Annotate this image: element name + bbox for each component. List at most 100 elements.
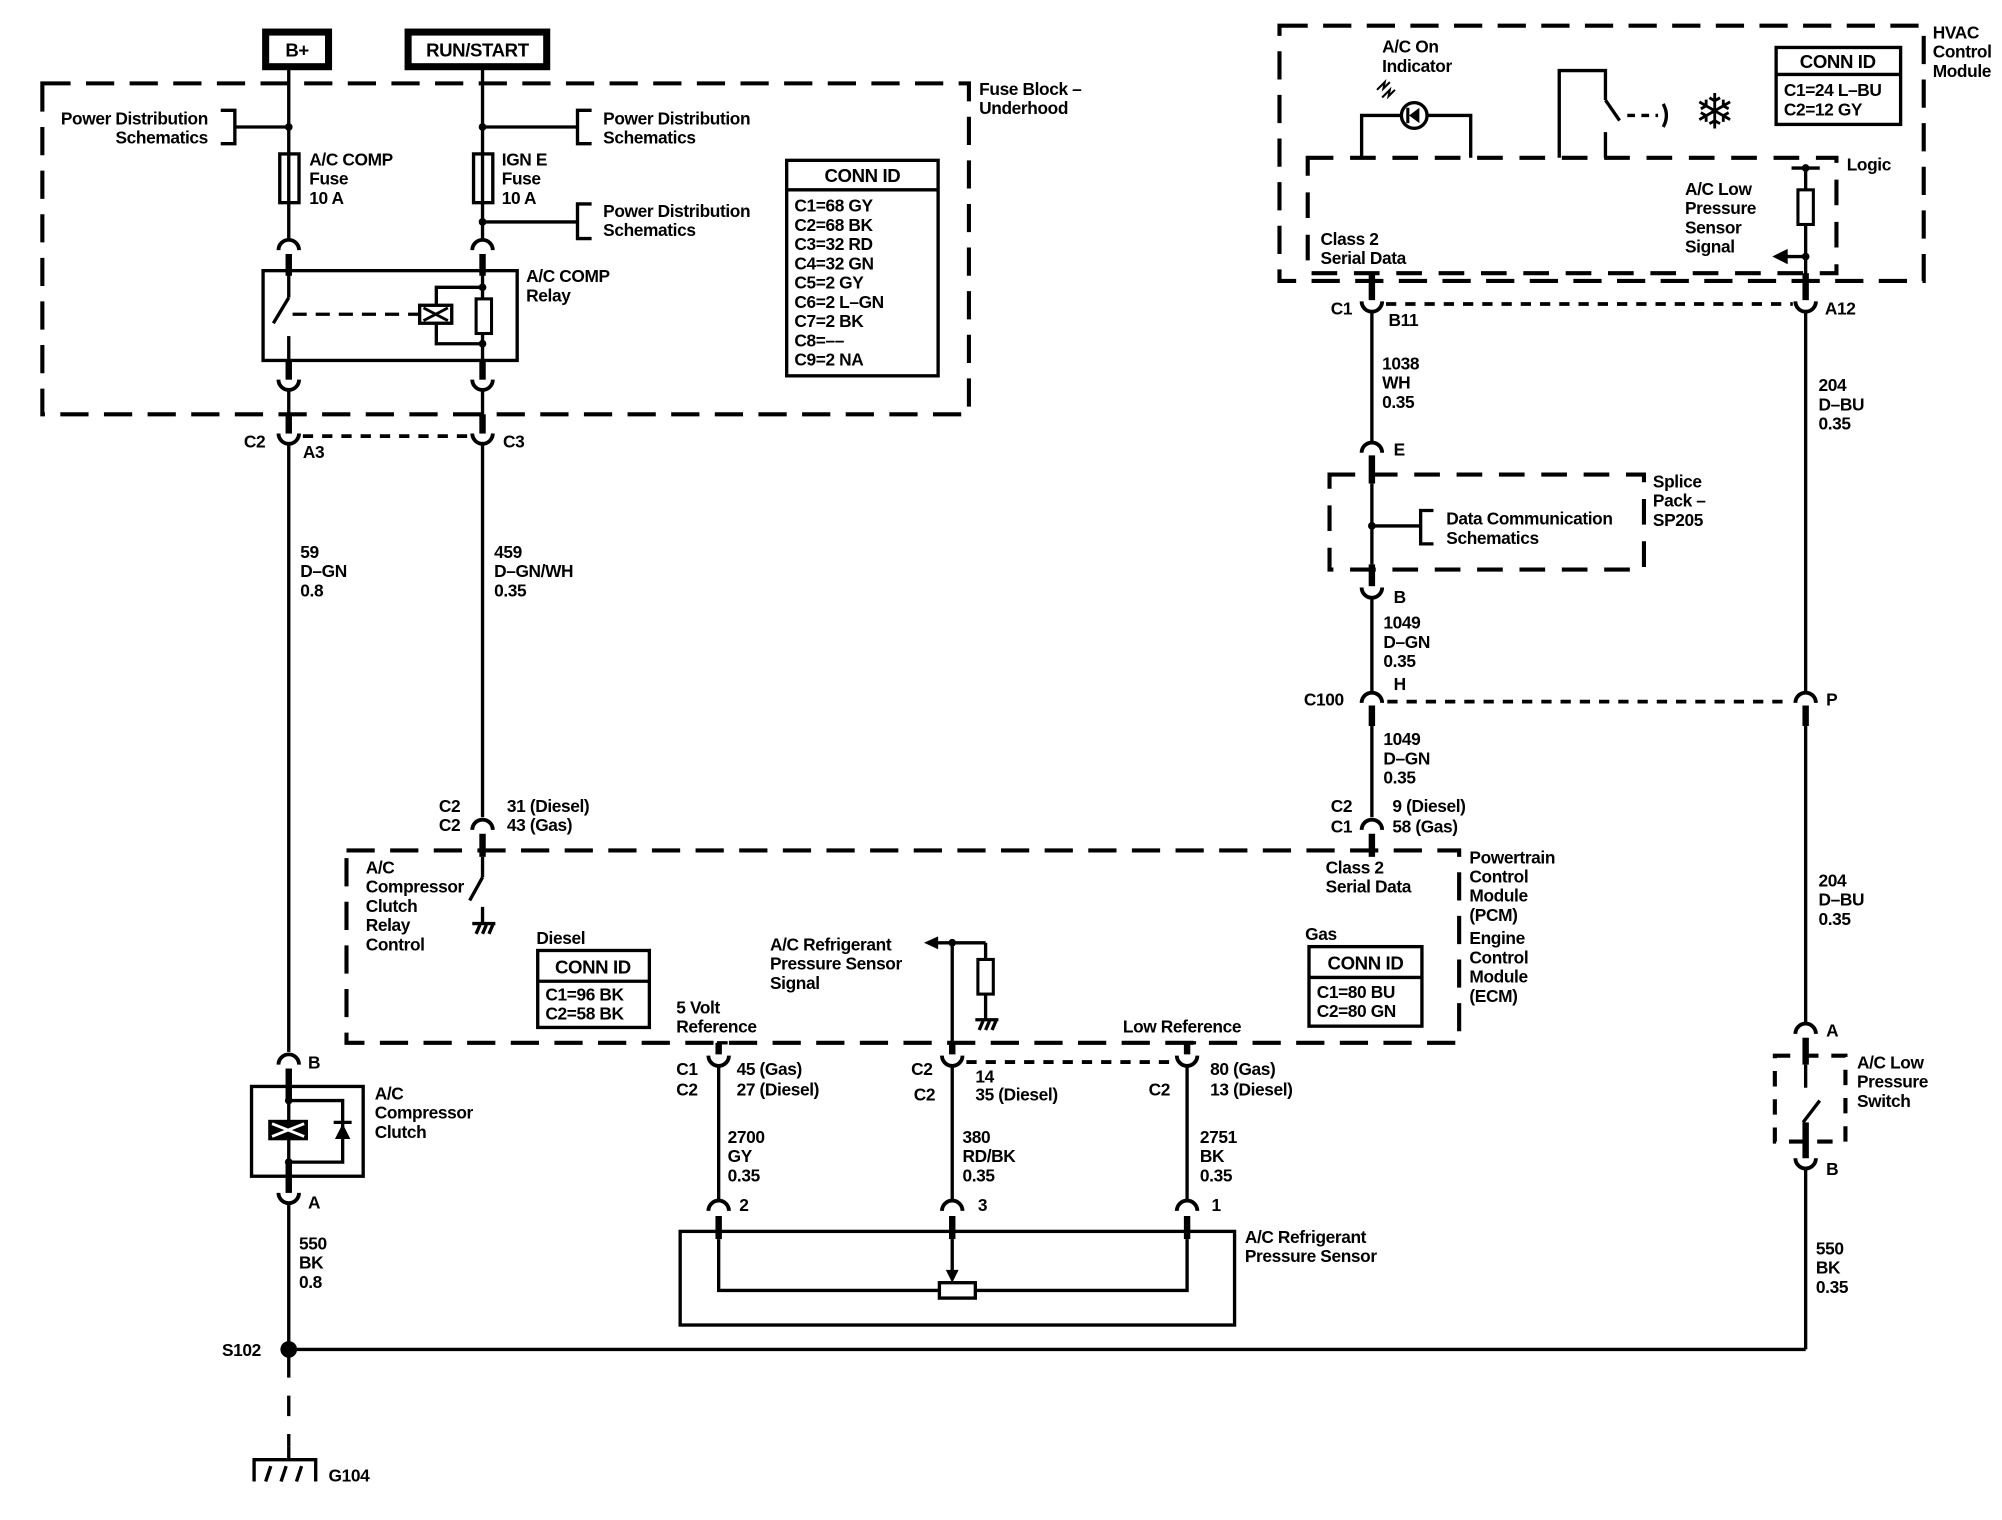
snowflake-icon: ❄ — [1694, 85, 1734, 139]
schematic-label: A/C Refrigerant — [1245, 1227, 1367, 1247]
schematic-stroke — [404, 28, 551, 71]
schematic-label: 5 Volt — [676, 997, 720, 1017]
schematic-stroke — [940, 1198, 965, 1212]
hvac-control-module: HVAC Control Module CONN ID C1=24 L–BU C… — [1277, 22, 1992, 296]
conn-id-table-hvac: CONN ID C1=24 L–BU C2=12 GY — [1774, 45, 1903, 127]
pd-left-line-1: Power Distribution — [61, 108, 208, 128]
conn-id-row: C3=32 RD — [794, 234, 872, 254]
schematic-label: C1=24 L–BU — [1784, 80, 1882, 100]
switch-contact-icon — [1801, 1099, 1822, 1124]
schematic-label: Serial Data — [1321, 248, 1407, 268]
schematic-label: Pressure Sensor — [770, 954, 903, 974]
ac-low-pressure-switch: A B A/C Low Pressure Switch — [1772, 1020, 1929, 1179]
schematic-label: 31 (Diesel) — [507, 796, 589, 816]
ac-on-indicator: A/C On Indicator — [1359, 37, 1473, 158]
pd-bracket-icon — [1418, 508, 1434, 546]
schematic-stroke — [1359, 113, 1473, 158]
schematic-label: 2 — [739, 1195, 748, 1215]
wire-label-550-right: 550 BK 0.35 — [1816, 1238, 1849, 1296]
pcm-connector-relay-control: C2 C2 31 (Diesel) 43 (Gas) — [439, 796, 590, 857]
schematic-label: C2=80 GN — [1317, 1001, 1396, 1021]
schematic-label: E — [1394, 439, 1405, 459]
schematic-label: G104 — [329, 1466, 371, 1486]
schematic-label: A/C Low — [1857, 1052, 1924, 1072]
schematic-label: 0.35 — [1818, 414, 1851, 434]
schematic-label: Signal — [1685, 237, 1735, 257]
conn-id-table-diesel: Diesel CONN ID C1=96 BK C2=58 BK — [536, 928, 652, 1030]
schematic-label: Compressor — [366, 877, 465, 897]
schematic-label: 0.35 — [494, 580, 527, 600]
schematic-label: Schematics — [1446, 528, 1538, 548]
schematic-label: C1 — [1331, 298, 1353, 318]
conn-id-header: CONN ID — [824, 165, 900, 186]
schematic-label: Control — [366, 934, 425, 954]
relay-label-1: A/C COMP — [526, 266, 610, 286]
schematic-label: 1038 — [1382, 353, 1420, 373]
schematic-stroke — [474, 924, 495, 935]
schematic-stroke — [1305, 155, 1839, 276]
schematic-label: Clutch — [375, 1122, 427, 1142]
connector-icon — [470, 238, 495, 251]
power-distribution-link-left[interactable]: Power Distribution Schematics — [61, 108, 293, 148]
schematic-stroke — [1327, 472, 1647, 572]
fuse-block-underhood: Fuse Block – Underhood — [40, 79, 1083, 417]
schematic-label: 2700 — [728, 1127, 765, 1147]
schematic-stroke — [940, 1055, 965, 1068]
schematic-label: 2751 — [1200, 1127, 1238, 1147]
schematic-label: GY — [728, 1146, 753, 1166]
pd-right2-line-1: Power Distribution — [603, 201, 750, 221]
ground-g104: G104 — [252, 1357, 371, 1486]
power-distribution-link-right-1[interactable]: Power Distribution Schematics — [478, 108, 751, 148]
schematic-label: Logic — [1847, 155, 1892, 175]
schematic-label: CONN ID — [1800, 51, 1876, 72]
ac-comp-relay: A/C COMP Relay — [261, 266, 610, 363]
schematic-stroke — [1793, 1021, 1818, 1035]
schematic-label: P — [1826, 689, 1837, 709]
schematic-label: D–GN — [300, 561, 347, 581]
schematic-label: Class 2 — [1321, 229, 1379, 249]
relay-switch-contact-icon — [271, 296, 291, 325]
schematic-label: Engine — [1469, 928, 1525, 948]
schematic-label: (PCM) — [1469, 905, 1517, 925]
five-volt-reference: 5 Volt Reference — [676, 997, 758, 1050]
schematic-label: HVAC — [1933, 22, 1980, 42]
schematic-label: Indicator — [1382, 56, 1452, 76]
splice-s102: S102 — [222, 1340, 1806, 1360]
schematic-label: 1049 — [1383, 729, 1420, 749]
splice-pack-sp205[interactable]: E Data Communication Schematics Splice P… — [1327, 439, 1707, 607]
junction-dot-icon — [478, 218, 487, 226]
schematic-stroke — [1174, 1055, 1200, 1068]
b-plus-label: B+ — [285, 39, 309, 60]
fuse-ac-comp: A/C COMP Fuse 10 A — [278, 149, 393, 208]
schematic-label: Data Communication — [1446, 509, 1612, 529]
conn-id-table-fuse-block: CONN ID C1=68 GY C2=68 BK C3=32 RD C4=32… — [785, 158, 940, 378]
fuse-ign-e-line-1: IGN E — [502, 149, 547, 169]
schematic-stroke — [1774, 45, 1903, 127]
wire-label-2751: 2751 BK 0.35 — [1200, 1127, 1238, 1185]
schematic-label: C2 — [911, 1059, 932, 1079]
schematic-label: 1 — [1211, 1195, 1221, 1215]
conn-id-row: C5=2 GY — [794, 273, 864, 293]
ac-compressor-clutch: B A A/C Compressor Clutch — [249, 1052, 474, 1212]
schematic-label: C2 — [439, 796, 460, 816]
schematic-label: A/C Refrigerant — [770, 934, 892, 954]
potentiometer-icon — [937, 1281, 978, 1300]
schematic-stroke — [1409, 107, 1420, 124]
junction-dot-icon — [284, 123, 293, 131]
fuse-block-label-1: Fuse Block – — [979, 79, 1082, 99]
schematic-stroke — [1174, 1198, 1200, 1212]
schematic-label: 0.35 — [1383, 768, 1416, 788]
pd-bracket-icon — [575, 108, 592, 146]
power-distribution-link-right-2[interactable]: Power Distribution Schematics — [478, 201, 751, 241]
pcm-connector-5v-ref: C1 C2 45 (Gas) 27 (Diesel) — [676, 1042, 819, 1099]
conn-id-row: C4=32 GN — [794, 253, 873, 273]
wire-label-380: 380 RD/BK 0.35 — [963, 1127, 1017, 1185]
schematic-label: A12 — [1825, 298, 1856, 318]
pd-right1-line-1: Power Distribution — [603, 108, 750, 128]
schematic-label: D–GN — [1383, 748, 1430, 768]
conn-id-row: C9=2 NA — [794, 350, 864, 370]
schematic-label: Sensor — [1685, 217, 1742, 237]
conn-id-row: C2=68 BK — [794, 215, 873, 235]
schematic-label: 43 (Gas) — [507, 815, 572, 835]
